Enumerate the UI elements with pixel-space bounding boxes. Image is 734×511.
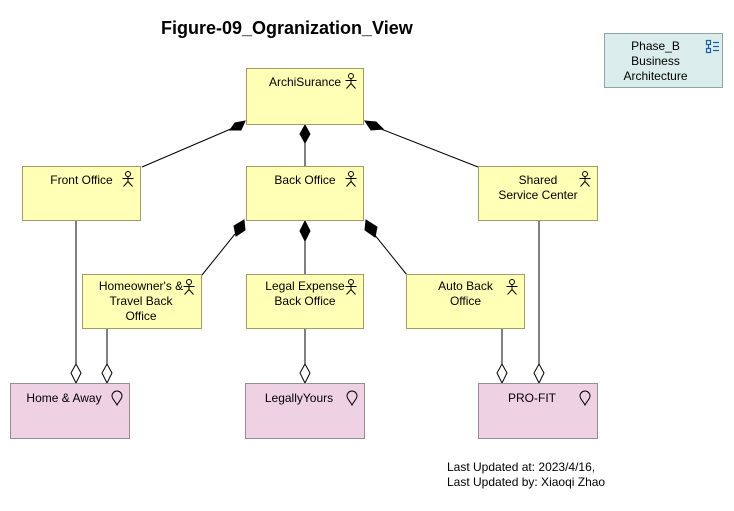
- aggregation-diamond: [101, 362, 113, 385]
- actor-homeowners-travel-back-office[interactable]: Homeowner's & Travel Back Office: [82, 274, 202, 329]
- location-pin-icon: [110, 390, 124, 406]
- edge-back-office-homeowners: [201, 233, 236, 276]
- location-home-and-away[interactable]: Home & Away: [10, 383, 130, 439]
- edge-archisurance-shared-service-center: [380, 128, 479, 168]
- diagram-title: Figure-09_Ogranization_View: [161, 18, 413, 38]
- aggregation-diamond: [299, 362, 311, 385]
- actor-icon: [505, 279, 519, 295]
- phase-b-box[interactable]: Phase_B Business Architecture: [604, 33, 723, 88]
- location-label: PRO-FIT: [508, 391, 556, 405]
- actor-icon: [182, 279, 196, 295]
- actor-label: Front Office: [50, 173, 113, 187]
- composition-diamond: [233, 219, 246, 237]
- location-label: Home & Away: [26, 391, 102, 405]
- location-pin-icon: [345, 390, 359, 406]
- actor-label: Auto Back Office: [438, 279, 493, 308]
- actor-label: Homeowner's & Travel Back Office: [98, 279, 184, 323]
- actor-archisurance[interactable]: ArchiSurance: [246, 68, 364, 125]
- actor-shared-service-center[interactable]: Shared Service Center: [478, 166, 598, 221]
- composition-diamond: [299, 123, 311, 145]
- composition-diamond: [364, 219, 378, 238]
- actor-icon: [344, 279, 358, 295]
- actor-front-office[interactable]: Front Office: [22, 166, 141, 221]
- composition-diamond: [299, 219, 311, 243]
- actor-label: Legal Expense Back Office: [265, 279, 345, 308]
- phase-b-label: Phase_B Business Architecture: [623, 39, 688, 83]
- location-pro-fit[interactable]: PRO-FIT: [478, 383, 598, 439]
- actor-back-office[interactable]: Back Office: [246, 166, 364, 221]
- aggregation-diamond: [496, 362, 508, 385]
- last-updated-at: Last Updated at: 2023/4/16,: [447, 460, 596, 474]
- phase-list-icon: [705, 39, 719, 55]
- location-label: LegallyYours: [264, 391, 334, 405]
- actor-auto-back-office[interactable]: Auto Back Office: [406, 274, 525, 329]
- location-pin-icon: [578, 390, 592, 406]
- actor-icon: [578, 171, 592, 187]
- actor-icon: [344, 171, 358, 187]
- edge-back-office-auto: [373, 233, 408, 276]
- actor-label: Shared Service Center: [498, 173, 578, 202]
- edge-archisurance-front-office: [141, 127, 234, 168]
- location-legallyyours[interactable]: LegallyYours: [245, 383, 365, 439]
- actor-icon: [344, 73, 358, 89]
- footer-metadata: Last Updated at: 2023/4/16, Last Updated…: [447, 460, 605, 490]
- aggregation-diamond: [533, 362, 545, 385]
- last-updated-by: Last Updated by: Xiaoqi Zhao: [447, 475, 606, 489]
- actor-legal-expense-back-office[interactable]: Legal Expense Back Office: [246, 274, 364, 329]
- composition-diamond: [229, 120, 246, 131]
- actor-icon: [121, 171, 135, 187]
- aggregation-diamond: [70, 362, 82, 385]
- actor-label: ArchiSurance: [268, 75, 342, 89]
- composition-diamond: [364, 120, 385, 131]
- actor-label: Back Office: [274, 173, 336, 187]
